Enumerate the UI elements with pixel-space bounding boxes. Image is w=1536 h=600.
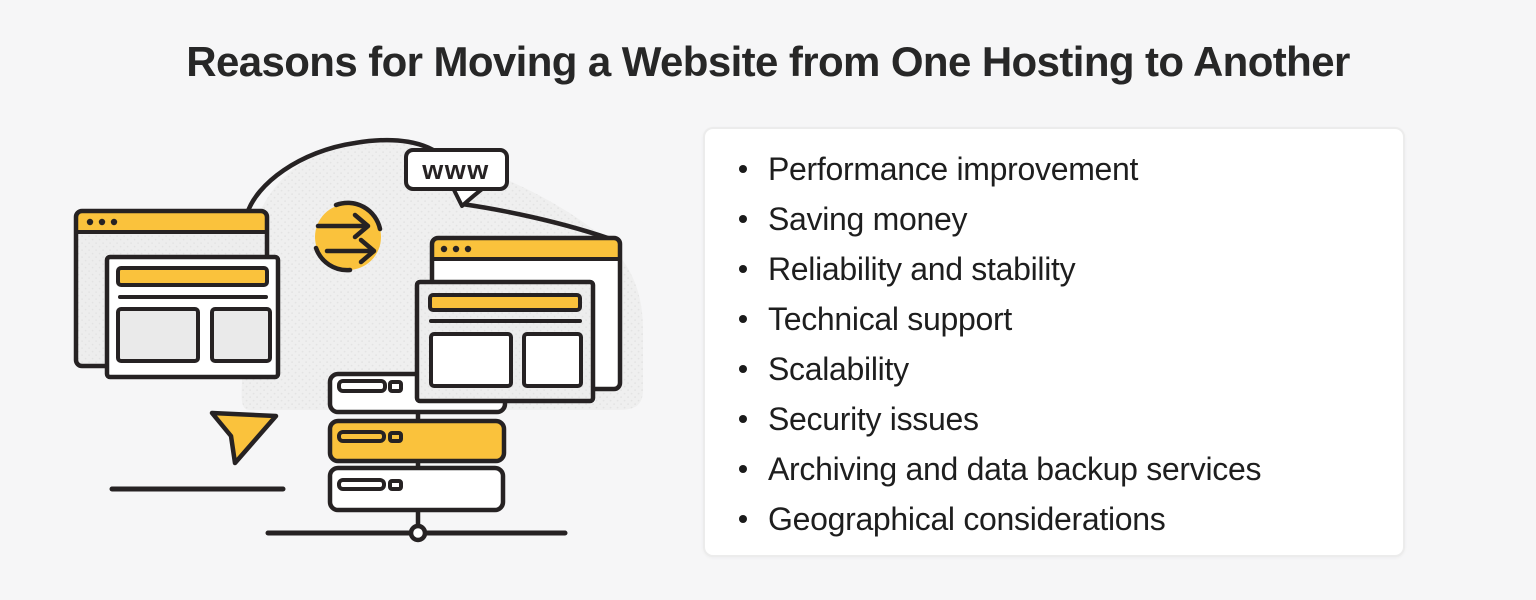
list-item: Performance improvement	[739, 144, 1383, 194]
bullet-icon	[739, 215, 747, 223]
www-label: www	[404, 148, 509, 208]
server-unit-middle	[327, 418, 507, 464]
server-stack	[327, 371, 508, 421]
server-unit-bottom	[327, 465, 506, 513]
list-item-label: Reliability and stability	[768, 250, 1076, 287]
page-banner	[116, 266, 269, 287]
list-item: Saving money	[739, 194, 1383, 244]
reasons-card: Performance improvement Saving money Rel…	[703, 127, 1405, 557]
bullet-icon	[739, 265, 747, 273]
list-item-label: Geographical considerations	[768, 500, 1166, 537]
list-item: Technical support	[739, 294, 1383, 344]
bullet-icon	[739, 315, 747, 323]
bullet-icon	[739, 515, 747, 523]
bullet-icon	[739, 165, 747, 173]
list-item-label: Security issues	[768, 400, 979, 437]
list-item-label: Archiving and data backup services	[768, 450, 1262, 487]
server-unit-top	[327, 371, 508, 415]
network-node	[408, 523, 428, 543]
list-item-label: Technical support	[768, 300, 1012, 337]
list-item: Scalability	[739, 344, 1383, 394]
bullet-icon	[739, 415, 747, 423]
cursor-icon	[209, 410, 279, 466]
list-item-label: Saving money	[768, 200, 968, 237]
list-item-label: Scalability	[768, 350, 909, 387]
transfer-arrows-icon	[313, 200, 383, 273]
list-item: Reliability and stability	[739, 244, 1383, 294]
cloud	[241, 137, 643, 410]
browser-window-right-back	[429, 235, 623, 392]
cloud-outline-right	[459, 201, 622, 245]
list-item-label: Performance improvement	[768, 150, 1139, 187]
browser-window-left-back	[73, 208, 270, 369]
page-title: Reasons for Moving a Website from One Ho…	[186, 38, 1350, 85]
list-item: Security issues	[739, 394, 1383, 444]
cloud-outline-left	[244, 137, 446, 217]
browser-window-left-front	[104, 254, 281, 380]
window-dots	[440, 245, 472, 253]
content-box	[522, 332, 583, 388]
www-label-text: www	[421, 155, 490, 185]
content-box	[429, 332, 513, 388]
reasons-list: Performance improvement Saving money Rel…	[705, 129, 1403, 544]
bullet-icon	[739, 365, 747, 373]
server-stack-lower	[265, 418, 568, 543]
bullet-icon	[739, 465, 747, 473]
list-item: Archiving and data backup services	[739, 444, 1383, 494]
page-banner	[428, 293, 582, 312]
content-box	[210, 307, 272, 363]
content-box	[116, 307, 200, 363]
list-item: Geographical considerations	[739, 494, 1383, 544]
window-dots	[86, 218, 118, 226]
www-label-tail	[450, 184, 488, 208]
browser-window-right-front	[414, 279, 596, 404]
